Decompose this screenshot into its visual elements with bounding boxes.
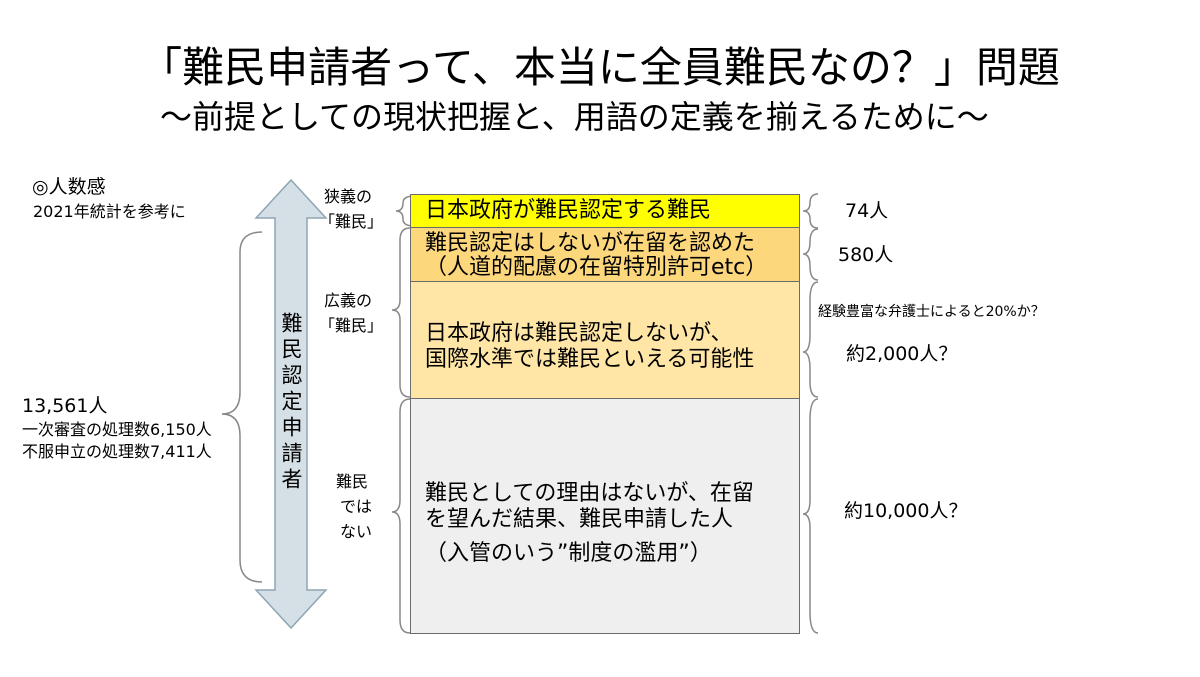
first-instance-count: 一次審査の処理数6,150人 xyxy=(22,420,212,439)
broad-label-line1: 広義の xyxy=(324,291,373,310)
box-not-refugee-line3: （入管のいう”制度の濫用”） xyxy=(425,541,712,566)
sense-note: 2021年統計を参考に xyxy=(33,202,186,221)
box-international-line1: 日本政府は難民認定しないが、 xyxy=(425,321,733,346)
narrow-label-line2: 「難民」 xyxy=(319,212,384,231)
count-10000-brace xyxy=(802,398,819,634)
count-recognized: 74人 xyxy=(845,200,889,222)
box-recognized-text: 日本政府が難民認定する難民 xyxy=(425,198,712,223)
broad-label-line2: 「難民」 xyxy=(319,316,384,335)
count-international: 約2,000人？ xyxy=(846,343,958,365)
applicants-total: 13,561人 xyxy=(22,395,108,417)
box-international: 日本政府は難民認定しないが、 国際水準では難民といえる可能性 xyxy=(410,281,800,399)
applicants-arrow-label: 難民認定申請者 xyxy=(279,312,303,494)
page-subtitle: ～前提としての現状把握と、用語の定義を揃えるために～ xyxy=(160,98,989,136)
box-international-line2: 国際水準では難民といえる可能性 xyxy=(425,347,755,372)
not-label-line2: では xyxy=(340,497,373,516)
box-humanitarian-line2: （人道的配慮の在留特別許可etc） xyxy=(425,255,768,280)
narrow-refugee-brace xyxy=(395,195,415,227)
box-not-refugee: 難民としての理由はないが、在留 を望んだ結果、難民申請した人 （入管のいう”制度… xyxy=(410,398,800,634)
box-humanitarian: 難民認定はしないが在留を認めた （人道的配慮の在留特別許可etc） xyxy=(410,227,800,282)
narrow-label-line1: 狭義の xyxy=(324,187,373,206)
lawyer-note: 経験豊富な弁護士によると20%か？ xyxy=(818,304,1045,320)
applicants-brace xyxy=(221,231,263,583)
count-not-refugee: 約10,000人？ xyxy=(844,500,968,522)
box-not-refugee-line2: を望んだ結果、難民申請した人 xyxy=(425,507,734,532)
box-humanitarian-line1: 難民認定はしないが在留を認めた xyxy=(425,231,756,256)
double-arrow-icon xyxy=(254,178,328,630)
page-title: 「難民申請者って、本当に全員難民なの？」問題 xyxy=(140,43,1060,92)
not-refugee-brace xyxy=(391,398,411,634)
not-label-line3: ない xyxy=(340,522,373,541)
count-74-brace xyxy=(802,193,819,229)
count-2000-brace xyxy=(802,281,819,398)
appeal-count: 不服申立の処理数7,411人 xyxy=(22,442,212,461)
count-humanitarian: 580人 xyxy=(838,244,894,266)
box-recognized: 日本政府が難民認定する難民 xyxy=(410,194,800,228)
broad-refugee-brace xyxy=(391,227,411,398)
sense-heading: ◎人数感 xyxy=(32,176,106,198)
not-label-line1: 難民 xyxy=(336,472,369,491)
count-580-brace xyxy=(802,228,819,281)
box-not-refugee-line1: 難民としての理由はないが、在留 xyxy=(425,481,754,506)
